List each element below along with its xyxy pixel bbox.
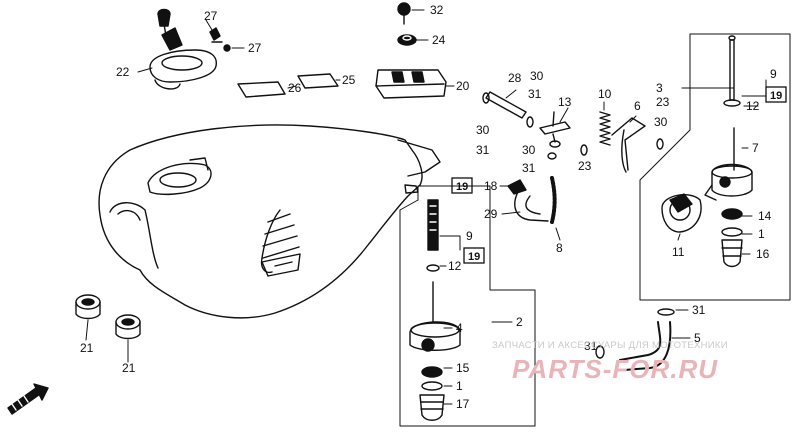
pad-26 — [237, 81, 286, 98]
callout-23a: 23 — [656, 95, 670, 109]
callout-16: 16 — [756, 247, 770, 261]
ref-box-19c: 19 — [468, 251, 480, 263]
callout-29: 29 — [484, 207, 498, 221]
callout-23b: 23 — [578, 159, 592, 173]
callout-31d: 31 — [584, 339, 598, 353]
callout-18: 18 — [484, 179, 498, 193]
callout-31c: 31 — [522, 161, 536, 175]
callout-30c: 30 — [654, 115, 668, 129]
callout-24: 24 — [432, 33, 446, 47]
callout-1a: 1 — [758, 227, 765, 241]
callout-12a: 12 — [746, 99, 760, 113]
callout-27b: 27 — [248, 41, 262, 55]
callout-10: 10 — [598, 87, 612, 101]
ref-boxes: 19 19 19 — [451, 86, 787, 264]
callout-21b: 21 — [122, 361, 136, 375]
callout-30a: 30 — [530, 69, 544, 83]
callout-31e: 31 — [692, 303, 706, 317]
pad-25 — [297, 73, 339, 89]
callout-7: 7 — [752, 141, 759, 155]
fuel-cap — [149, 8, 217, 90]
callout-32: 32 — [430, 3, 444, 17]
ref-box-19a: 19 — [456, 181, 468, 193]
callout-1b: 1 — [456, 379, 463, 393]
callout-15: 15 — [456, 361, 470, 375]
callout-2: 2 — [516, 315, 523, 329]
callout-13: 13 — [558, 95, 572, 109]
rubber-damper-b — [115, 314, 141, 340]
callout-labels: 27 27 22 32 24 26 25 20 28 30 31 30 31 1… — [80, 3, 777, 411]
callout-6: 6 — [634, 99, 641, 113]
watermark: ЗАПЧАСТИ И АКСЕССУАРЫ ДЛЯ МОТОТЕХНИКИ PA… — [492, 340, 728, 384]
fuel-tank — [98, 124, 441, 319]
ref-box-19b: 19 — [770, 90, 782, 102]
callout-20: 20 — [456, 79, 470, 93]
callout-8: 8 — [556, 241, 563, 255]
callout-4: 4 — [456, 321, 463, 335]
callout-14: 14 — [758, 209, 772, 223]
callout-28: 28 — [508, 71, 522, 85]
fuel-valve-right — [661, 35, 753, 268]
callout-25: 25 — [342, 73, 356, 87]
t-connector — [539, 111, 571, 148]
callout-26: 26 — [288, 81, 302, 95]
tank-mount — [375, 2, 447, 99]
rubber-damper-a — [75, 294, 101, 320]
callout-21a: 21 — [80, 341, 94, 355]
callout-17: 17 — [456, 397, 470, 411]
callout-30d: 30 — [522, 143, 536, 157]
watermark-caption: ЗАПЧАСТИ И АКСЕССУАРЫ ДЛЯ МОТОТЕХНИКИ — [492, 340, 728, 351]
callout-11: 11 — [672, 245, 685, 259]
callout-3: 3 — [656, 81, 663, 95]
callout-12b: 12 — [448, 259, 462, 273]
callout-5: 5 — [694, 331, 701, 345]
callout-31b: 31 — [476, 143, 490, 157]
callout-9b: 9 — [466, 229, 473, 243]
callout-27a: 27 — [204, 9, 218, 23]
callout-31a: 31 — [528, 87, 542, 101]
callout-22: 22 — [116, 65, 130, 79]
callout-30b: 30 — [476, 123, 490, 137]
callout-9a: 9 — [770, 67, 777, 81]
wing-emblem — [260, 209, 301, 277]
fuel-valve-center — [409, 199, 461, 421]
front-arrow-icon — [7, 383, 49, 415]
watermark-brand: PARTS-FOR.RU — [512, 354, 718, 384]
